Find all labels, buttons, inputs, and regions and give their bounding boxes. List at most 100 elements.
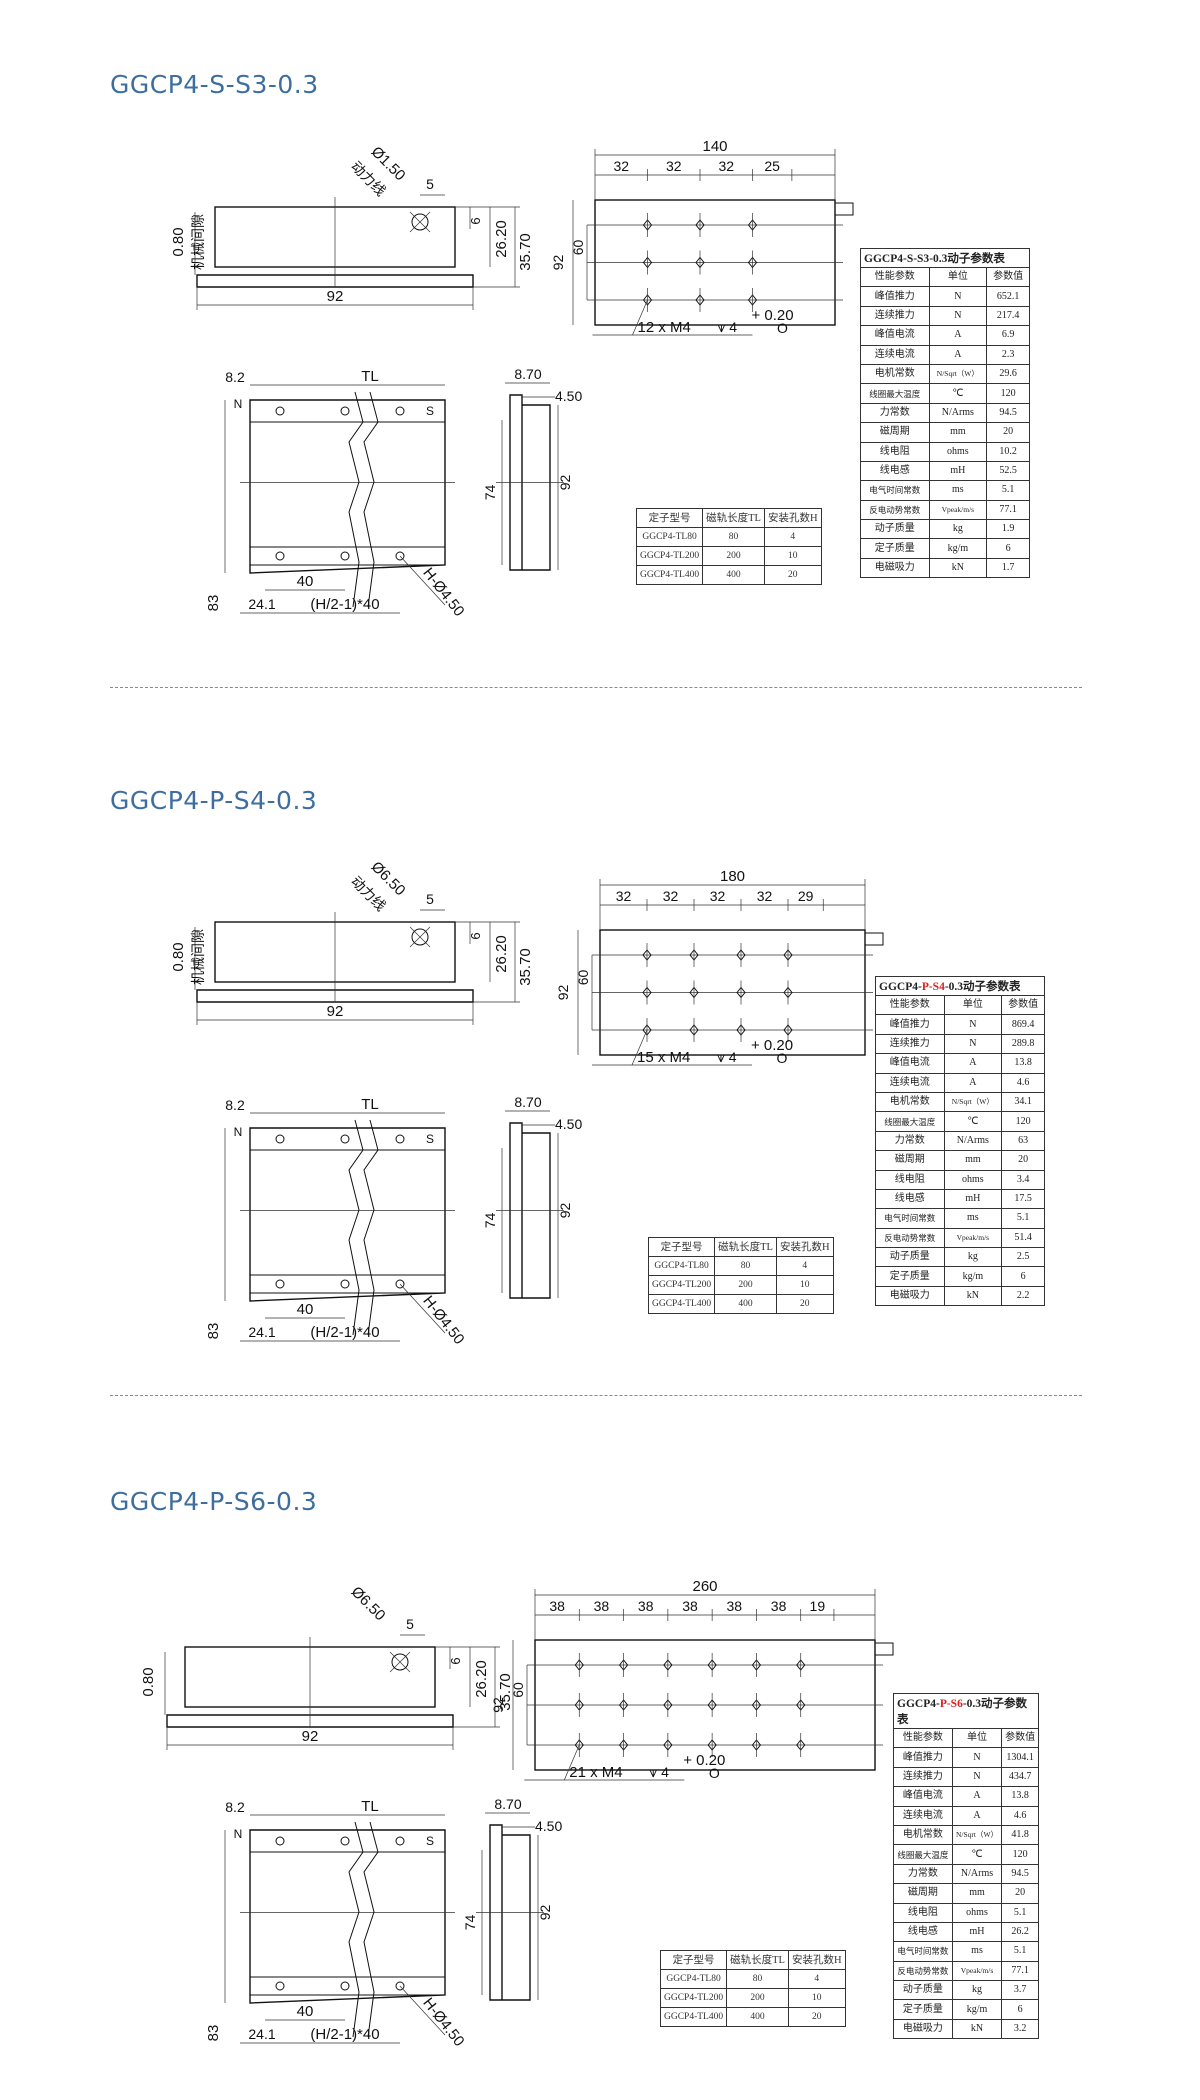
magnet-row-top [249, 1127, 446, 1151]
wire-hole [411, 213, 429, 231]
dimension-label: N [234, 1827, 243, 1841]
dimension-label: 4.50 [535, 1818, 562, 1834]
stator-hole [275, 1836, 285, 1846]
table-cell: kN [928, 557, 988, 579]
cable-outlet [874, 1642, 894, 1656]
dimension-label: 60 [510, 1682, 526, 1698]
mounting-hole [707, 1739, 717, 1751]
table-cell: 400 [714, 1294, 777, 1314]
dimension-label: 92 [557, 1203, 573, 1219]
dimension-label: N [234, 1125, 243, 1139]
dimension-label: 8.70 [494, 1796, 521, 1812]
mounting-hole [642, 986, 652, 999]
dimension-label: 25 [764, 158, 780, 174]
section-title: GGCP4-P-S6-0.3 [110, 1487, 318, 1516]
dimension-label: ⩛ 4 [649, 1764, 669, 1780]
magnet-row-bottom [249, 1274, 446, 1294]
text-label: 机械间隙 [190, 929, 206, 985]
table-cell: GGCP4-TL80 [659, 1969, 728, 1989]
stator-hole [275, 406, 285, 416]
mounting-hole [783, 1024, 793, 1036]
section-divider [110, 1395, 1082, 1396]
mounting-hole [642, 949, 652, 961]
stator-hole [395, 1134, 405, 1144]
mounting-hole [796, 1659, 806, 1671]
dimension-label: 38 [638, 1598, 654, 1614]
table-cell: 连续电流 [893, 1805, 953, 1826]
table-cell: ms [951, 1941, 1003, 1962]
table-cell: N/Arms [951, 1863, 1003, 1885]
mounting-hole [736, 1024, 746, 1036]
dimension-label: 5 [426, 891, 434, 907]
dimension-label: 32 [710, 888, 726, 904]
dimension-label: 5 [426, 176, 434, 192]
table-cell: 5.1 [1001, 1902, 1039, 1923]
mounting-hole [751, 1699, 762, 1711]
stator-hole [275, 1134, 285, 1144]
section-title: GGCP4-P-S4-0.3 [110, 786, 318, 815]
dimension-label: 24.1 [248, 2026, 275, 2042]
dimension-label: 26.20 [493, 220, 510, 258]
dimension-label: S [426, 404, 434, 418]
magnet-row-top [249, 399, 446, 423]
dimension-label: 19 [810, 1598, 826, 1614]
stator-hole [340, 406, 350, 416]
dimension-label: 35.70 [517, 948, 534, 986]
table-cell: 定子质量 [893, 1999, 953, 2020]
wire-hole [411, 928, 429, 946]
column-header: 单位 [951, 1727, 1003, 1749]
mounting-hole [574, 1659, 584, 1671]
table-cell: 峰值电流 [893, 1786, 953, 1807]
table-cell: 力常数 [893, 1863, 953, 1885]
dimension-label: 8.2 [225, 1799, 245, 1815]
dimension-label: 6 [468, 217, 483, 224]
table-cell: 34.1 [1001, 1091, 1045, 1113]
dimension-label: 8.70 [514, 366, 541, 382]
mounting-hole [574, 1699, 584, 1711]
table-cell: 94.5 [1001, 1863, 1039, 1885]
stator-side-view [509, 1122, 551, 1299]
dimension-label: 92 [327, 1003, 344, 1020]
dimension-label: 83 [205, 595, 222, 612]
dimension-label: 32 [663, 888, 679, 904]
dimension-label: 35.70 [517, 233, 534, 271]
wire-hole [391, 1653, 409, 1671]
dimension-label: 74 [462, 1915, 478, 1931]
table-cell: kg/m [951, 1999, 1003, 2020]
mounting-hole [783, 986, 793, 999]
stator-hole [340, 1836, 350, 1846]
parameter-table-caption: GGCP4-S-S3-0.3动子参数表 [860, 248, 1030, 267]
table-cell: 定子型号 [659, 1950, 728, 1970]
table-cell: 电机常数 [893, 1824, 953, 1846]
mounting-hole [663, 1659, 673, 1671]
stator-side-view [509, 394, 551, 571]
dimension-label: 8.2 [225, 369, 245, 385]
break-line [348, 1821, 364, 2038]
table-cell: 安装孔数H [787, 1950, 846, 1970]
mounting-hole [695, 256, 705, 269]
drawing-line [399, 1985, 446, 2036]
dimension-label: 40 [297, 573, 314, 590]
dimension-label: ⩛ 4 [718, 319, 738, 335]
dimension-label: 60 [570, 240, 586, 256]
dimension-label: TL [361, 368, 379, 385]
table-cell: 线电感 [893, 1921, 953, 1943]
parameter-table-caption: GGCP4-P-S4-0.3动子参数表 [875, 976, 1045, 995]
text-label: 机械间隙 [190, 214, 206, 270]
dimension-label: 24.1 [248, 596, 275, 612]
